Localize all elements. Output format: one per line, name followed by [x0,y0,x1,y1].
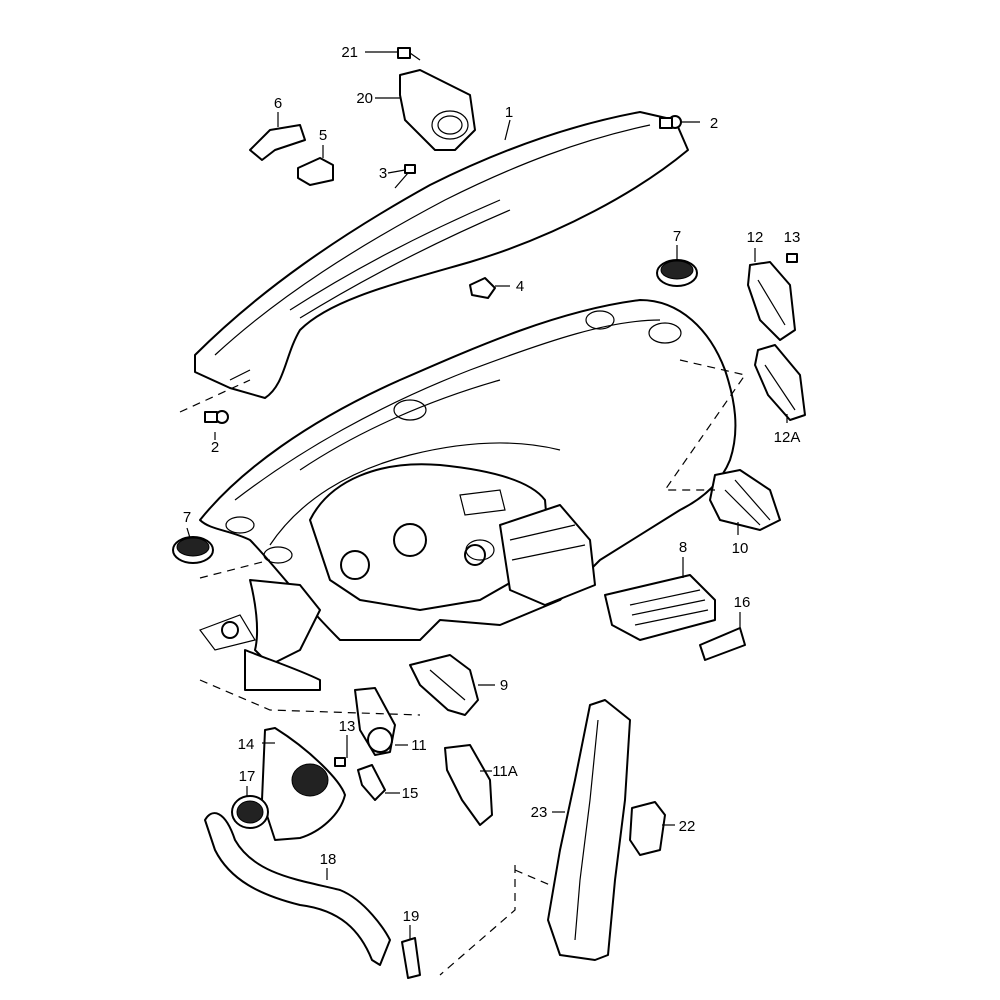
clip-5 [297,157,334,186]
callout-22: 22 [679,818,696,835]
callout-7-left: 7 [183,509,191,526]
side-trim-14 [261,727,346,841]
callout-9: 9 [500,677,508,694]
callout-5: 5 [319,127,327,144]
upper-dash-cover [194,111,689,399]
callout-7-right: 7 [673,228,681,245]
clip-6 [249,124,306,161]
vent-grille-7-right [656,259,698,287]
clip-2-upper [659,115,682,129]
callout-1: 1 [505,104,513,121]
bracket-15 [357,764,386,801]
callout-23: 23 [531,804,548,821]
callout-13-upper: 13 [784,229,801,246]
reference-lines [179,359,746,976]
callout-15: 15 [402,785,419,802]
vent-9 [409,654,479,716]
callout-11a: 11A [492,763,518,780]
callout-4: 4 [516,278,524,295]
callout-19: 19 [403,908,420,925]
vent-11a [444,744,493,826]
side-vent-12a [754,344,806,421]
pillar-trim-23 [547,699,631,961]
callout-10: 10 [732,540,749,557]
screw-3 [394,164,416,189]
callout-3: 3 [379,165,387,182]
screw-13-lower [334,757,346,767]
screw-21 [397,47,421,61]
callout-21: 21 [341,44,358,61]
clip-22 [629,801,666,856]
grille-19 [401,937,421,979]
callout-13-lower: 13 [339,718,356,735]
callout-12a: 12A [774,429,801,446]
callout-16: 16 [734,594,751,611]
outer-vent-10 [709,469,781,531]
center-air-duct [399,69,476,151]
vent-grille-17 [231,795,269,829]
callout-18: 18 [320,851,337,868]
callout-12: 12 [747,229,764,246]
callout-labels: 21 20 1 2 6 5 3 4 7 12 13 12A 2 7 10 8 1… [183,44,801,925]
callout-14: 14 [238,736,255,753]
leader-lines [186,51,788,940]
clip-4 [469,277,496,299]
callout-2-lower: 2 [211,439,219,456]
callout-17: 17 [239,768,256,785]
callout-11: 11 [411,737,427,754]
switch-16 [699,627,746,661]
vent-grille-7-left [172,536,214,564]
callout-6: 6 [274,95,282,112]
side-vent-12 [747,261,796,341]
air-duct-18 [204,812,391,966]
callout-20: 20 [356,90,373,107]
callout-8: 8 [679,539,687,556]
callout-2-upper: 2 [710,115,718,132]
clip-2-lower [204,410,229,424]
vent-11 [354,687,396,756]
dashboard-main-body [199,299,737,691]
center-vent-8 [604,574,716,641]
screw-13-upper [786,253,798,263]
